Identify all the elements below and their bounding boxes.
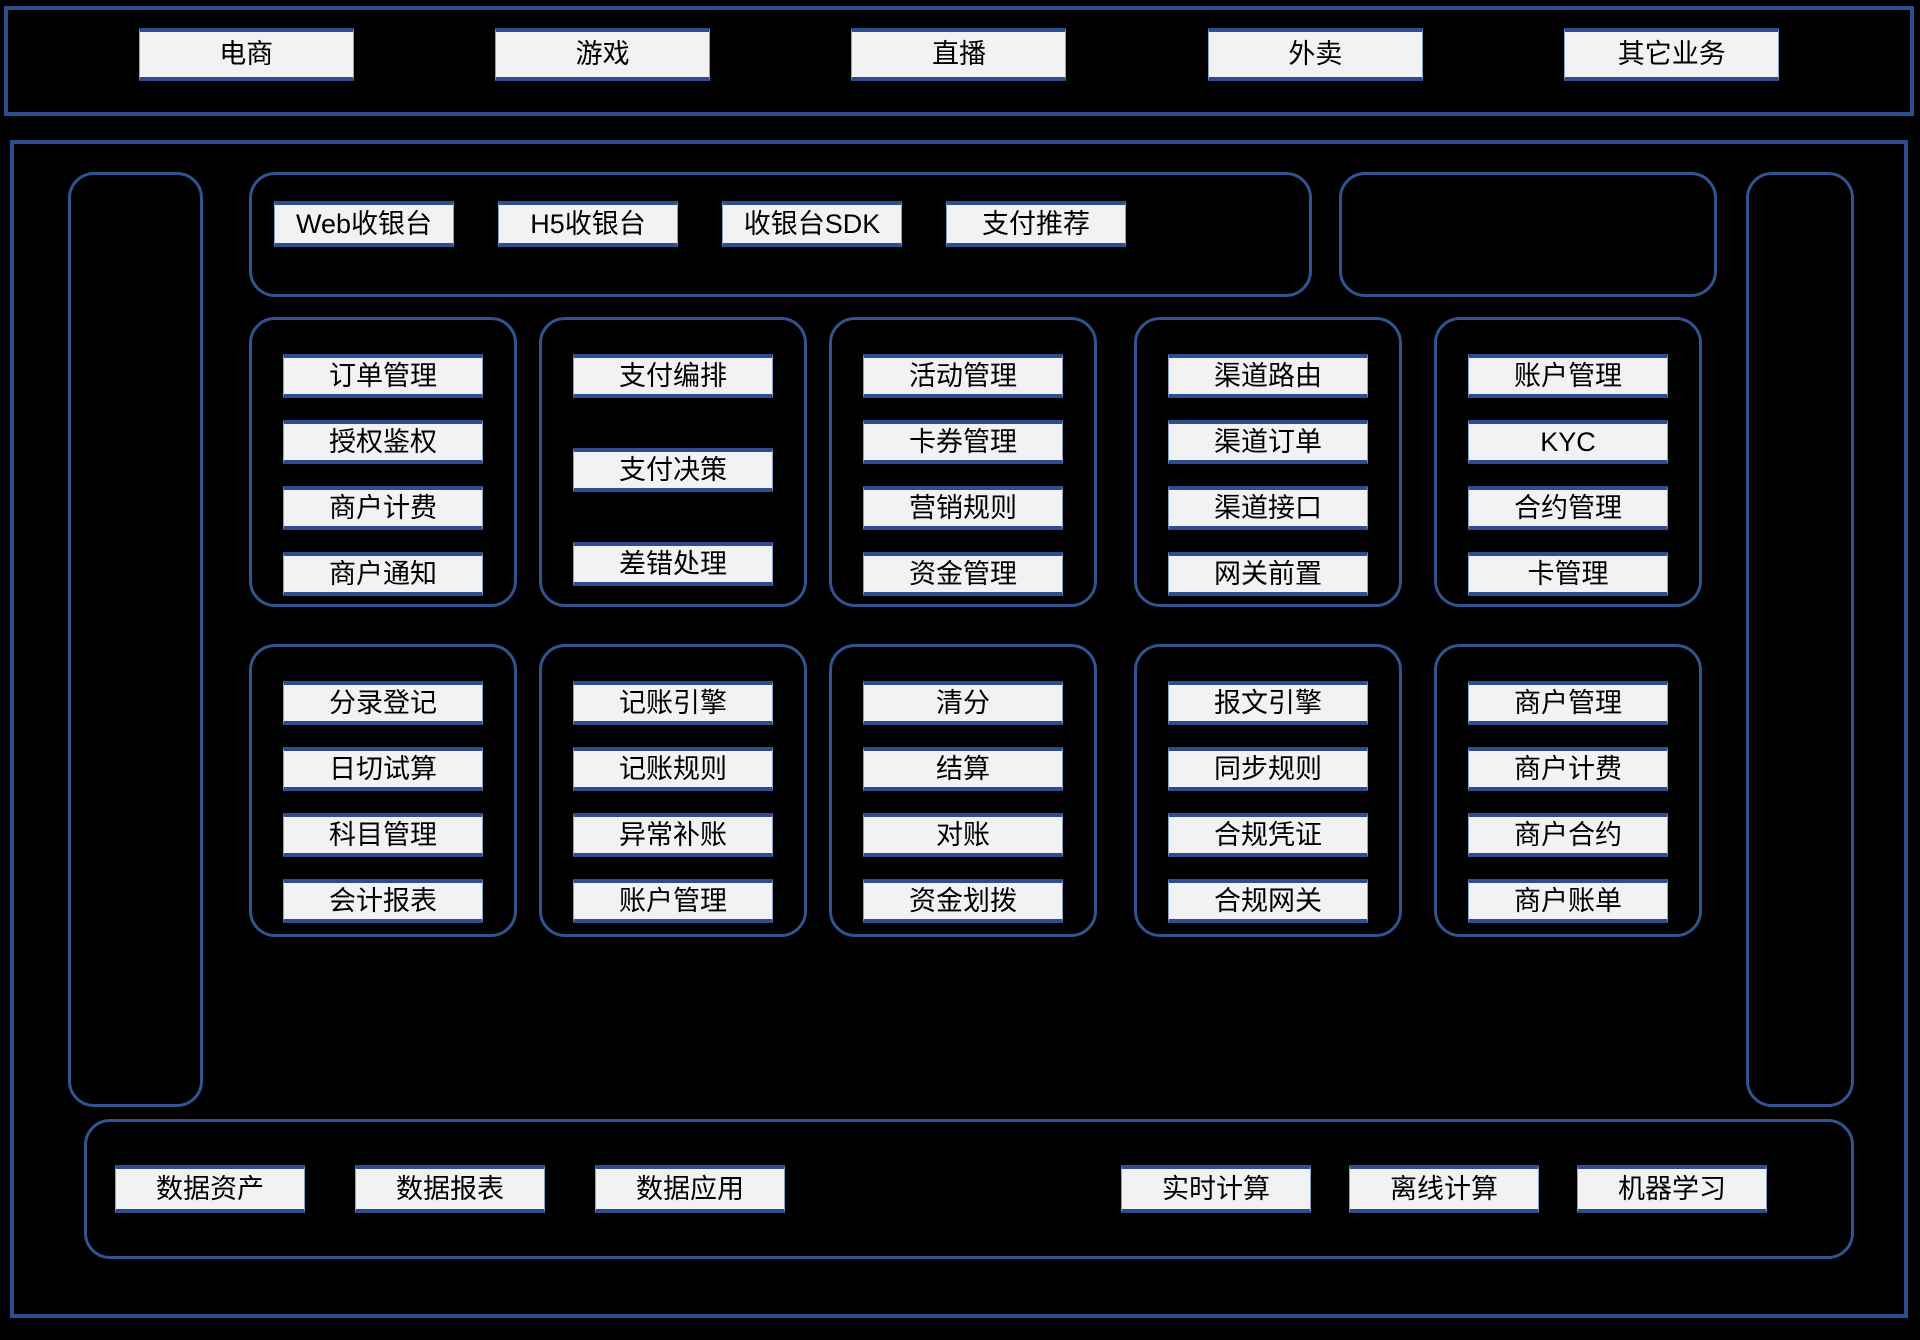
data-platform-left-items: 数据资产 数据报表 数据应用 [87,1165,785,1213]
module-chip[interactable]: 账户管理 [573,879,773,923]
business-chip[interactable]: 直播 [851,28,1067,81]
business-chip[interactable]: 外卖 [1207,28,1423,81]
module-chip[interactable]: 授权鉴权 [283,420,483,464]
module-chip[interactable]: 商户通知 [283,552,483,596]
module-chip[interactable]: 记账规则 [573,747,773,791]
right-rail-panel [1746,172,1854,1107]
module-chip[interactable]: 商户账单 [1468,879,1668,923]
module-chip[interactable]: 分录登记 [283,681,483,725]
module-chip[interactable]: 商户管理 [1468,681,1668,725]
module-group-bookkeeping: 记账引擎记账规则异常补账账户管理 [539,644,807,937]
module-chip[interactable]: 渠道接口 [1168,486,1368,530]
cashier-spare-panel [1339,172,1717,297]
module-chip[interactable]: 卡券管理 [863,420,1063,464]
module-chip[interactable]: 订单管理 [283,354,483,398]
data-platform-right-items: 实时计算离线计算机器学习 [1121,1165,1851,1213]
business-chip[interactable]: 游戏 [495,28,711,81]
data-platform-group: 数据资产 数据报表 数据应用 实时计算离线计算机器学习 [84,1119,1854,1259]
data-chip[interactable]: 数据资产 [115,1165,305,1213]
module-group-accounting: 分录登记日切试算科目管理会计报表 [249,644,517,937]
data-chip[interactable]: 机器学习 [1577,1165,1767,1213]
cashier-chip[interactable]: H5收银台 [498,201,678,247]
module-group-merchant: 商户管理商户计费商户合约商户账单 [1434,644,1702,937]
cashier-chip[interactable]: 支付推荐 [946,201,1126,247]
module-chip[interactable]: 商户计费 [1468,747,1668,791]
module-chip[interactable]: 记账引擎 [573,681,773,725]
module-chip[interactable]: 资金划拨 [863,879,1063,923]
data-chip[interactable]: 实时计算 [1121,1165,1311,1213]
module-chip[interactable]: 结算 [863,747,1063,791]
module-group-compliance: 报文引擎同步规则合规凭证合规网关 [1134,644,1402,937]
module-chip[interactable]: 商户合约 [1468,813,1668,857]
module-chip[interactable]: 支付编排 [573,354,773,398]
left-rail-panel [68,172,203,1107]
module-chip[interactable]: 合规凭证 [1168,813,1368,857]
module-chip[interactable]: 对账 [863,813,1063,857]
module-chip[interactable]: 清分 [863,681,1063,725]
module-group-account: 账户管理 KYC 合约管理卡管理 [1434,317,1702,607]
module-chip[interactable]: 报文引擎 [1168,681,1368,725]
data-chip[interactable]: 数据报表 [355,1165,545,1213]
business-chip[interactable]: 其它业务 [1564,28,1780,81]
module-chip[interactable]: 渠道订单 [1168,420,1368,464]
cashier-chip[interactable]: 收银台SDK [722,201,902,247]
business-chip[interactable]: 电商 [138,28,354,81]
module-chip[interactable]: 异常补账 [573,813,773,857]
data-chip[interactable]: 离线计算 [1349,1165,1539,1213]
module-chip[interactable]: 活动管理 [863,354,1063,398]
module-chip[interactable]: 渠道路由 [1168,354,1368,398]
module-chip[interactable]: 会计报表 [283,879,483,923]
business-band-items: 电商 游戏 直播 外卖 其它业务 [8,28,1910,81]
module-group-payment: 支付编排支付决策差错处理 [539,317,807,607]
module-chip[interactable]: 卡管理 [1468,552,1668,596]
cashier-group: Web收银台 H5收银台收银台SDK 支付推荐 [249,172,1312,297]
module-chip[interactable]: KYC [1468,420,1668,464]
module-chip[interactable]: 科目管理 [283,813,483,857]
module-chip[interactable]: 合约管理 [1468,486,1668,530]
module-chip[interactable]: 同步规则 [1168,747,1368,791]
data-chip[interactable]: 数据应用 [595,1165,785,1213]
module-group-channel: 渠道路由渠道订单渠道接口网关前置 [1134,317,1402,607]
module-chip[interactable]: 资金管理 [863,552,1063,596]
module-chip[interactable]: 合规网关 [1168,879,1368,923]
module-group-marketing: 活动管理卡券管理营销规则资金管理 [829,317,1097,607]
module-chip[interactable]: 支付决策 [573,448,773,492]
module-chip[interactable]: 网关前置 [1168,552,1368,596]
module-chip[interactable]: 账户管理 [1468,354,1668,398]
module-group-transaction: 订单管理授权鉴权商户计费商户通知 [249,317,517,607]
module-chip[interactable]: 差错处理 [573,542,773,586]
module-group-settlement: 清分结算对账资金划拨 [829,644,1097,937]
cashier-chip[interactable]: Web收银台 [274,201,454,247]
module-chip[interactable]: 营销规则 [863,486,1063,530]
business-band: 电商 游戏 直播 外卖 其它业务 [4,6,1914,116]
module-chip[interactable]: 日切试算 [283,747,483,791]
module-chip[interactable]: 商户计费 [283,486,483,530]
